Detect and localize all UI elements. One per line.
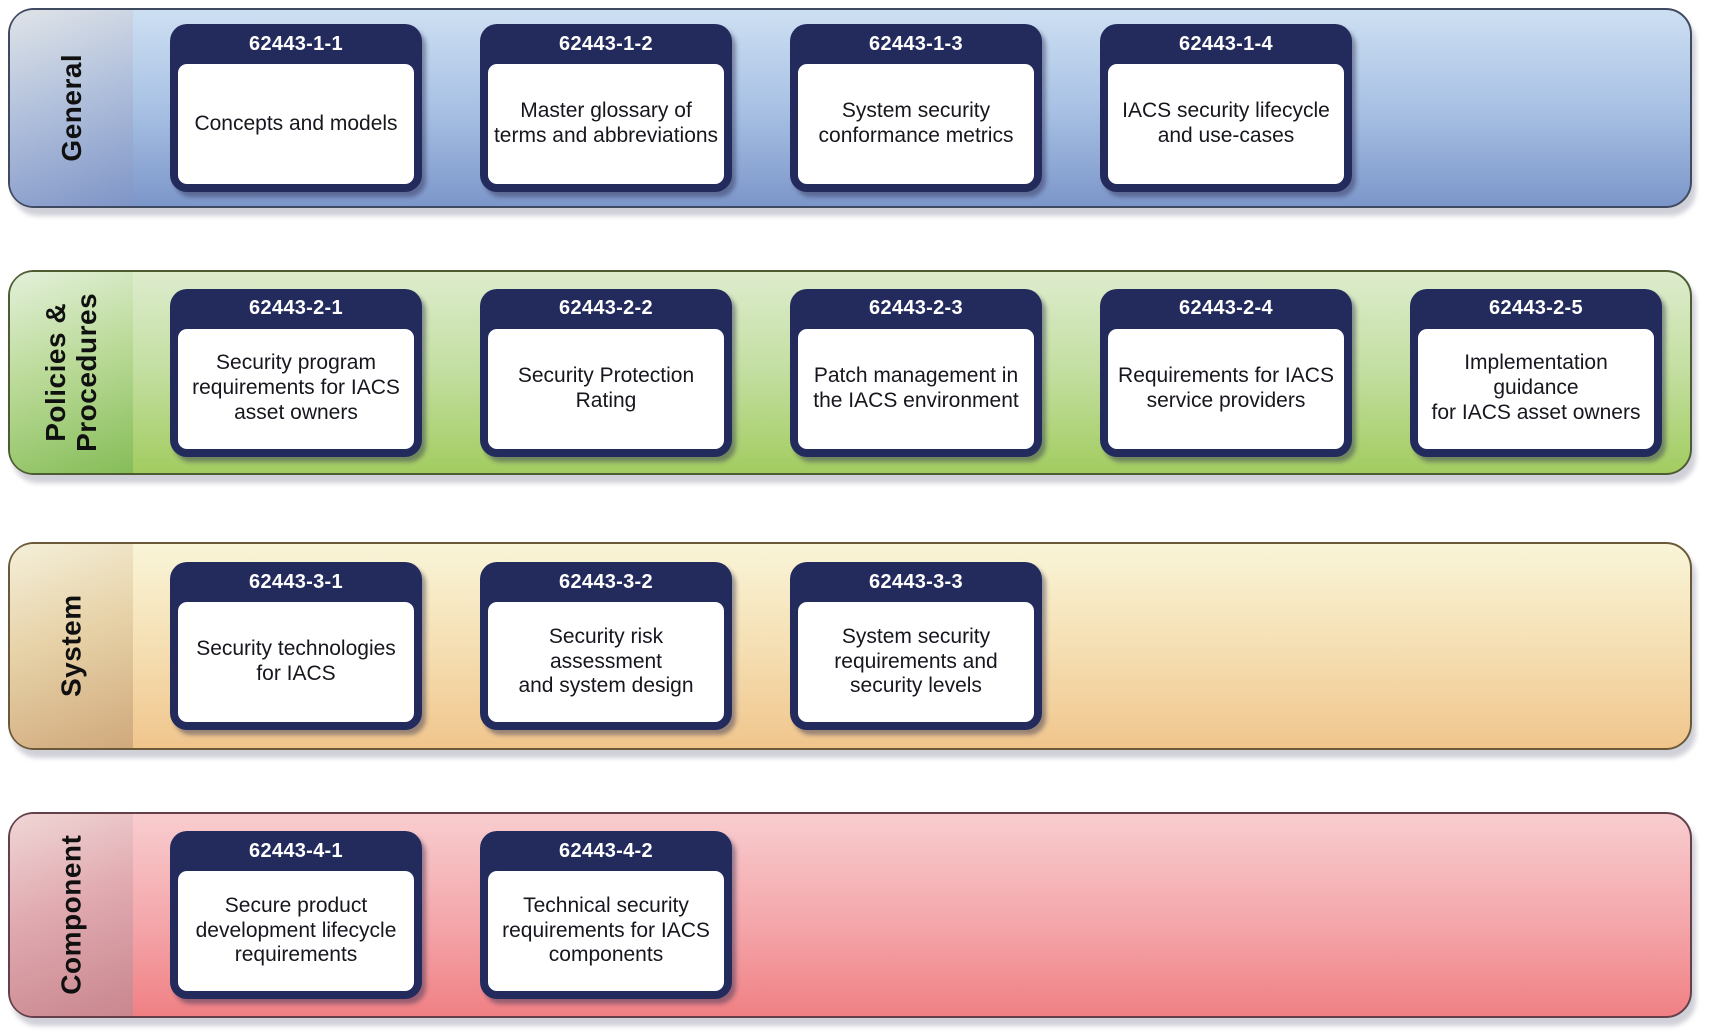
standard-title: Security Protection Rating (488, 328, 724, 449)
standard-title: Security technologies for IACS (178, 602, 414, 722)
standard-card: 62443-3-1 Security technologies for IACS (170, 562, 422, 730)
standard-code: 62443-3-3 (869, 570, 963, 593)
standard-title: Master glossary of terms and abbreviatio… (488, 64, 724, 184)
band-general-label: General (55, 54, 87, 162)
standard-code: 62443-1-1 (249, 32, 343, 55)
standard-code: 62443-4-1 (249, 839, 343, 862)
standard-code: 62443-2-1 (249, 297, 343, 319)
standard-card: 62443-1-4 IACS security lifecycle and us… (1100, 24, 1352, 192)
band-policies-card-row: 62443-2-1 Security program requirements … (170, 288, 1662, 457)
standard-title: Technical security requirements for IACS… (488, 871, 724, 991)
standard-card: 62443-1-2 Master glossary of terms and a… (480, 24, 732, 192)
band-system-label-strip: System (10, 544, 133, 748)
band-component-card-row: 62443-4-1 Secure product development lif… (170, 831, 732, 999)
standard-card: 62443-1-1 Concepts and models (170, 24, 422, 192)
standard-title: Implementation guidance for IACS asset o… (1418, 328, 1654, 449)
standard-card: 62443-3-3 System security requirements a… (790, 562, 1042, 730)
standard-code: 62443-2-2 (559, 297, 653, 319)
standard-title: Security program requirements for IACS a… (178, 328, 414, 449)
standard-code: 62443-1-4 (1179, 32, 1273, 55)
standard-code: 62443-1-2 (559, 32, 653, 55)
band-general: General 62443-1-1 Concepts and models 62… (8, 8, 1692, 208)
band-component-label-strip: Component (10, 814, 133, 1016)
standard-card: 62443-2-4 Requirements for IACS service … (1100, 288, 1352, 457)
standard-code: 62443-3-2 (559, 570, 653, 593)
standard-title: Secure product development lifecycle req… (178, 871, 414, 991)
standard-title: Concepts and models (178, 64, 414, 184)
standard-card: 62443-3-2 Security risk assessment and s… (480, 562, 732, 730)
standard-title: Requirements for IACS service providers (1108, 328, 1344, 449)
standard-card: 62443-2-1 Security program requirements … (170, 288, 422, 457)
standard-code: 62443-2-3 (869, 297, 963, 319)
standard-title: System security requirements and securit… (798, 602, 1034, 722)
standard-title: Security risk assessment and system desi… (488, 602, 724, 722)
standard-code: 62443-4-2 (559, 839, 653, 862)
standard-card: 62443-2-5 Implementation guidance for IA… (1410, 288, 1662, 457)
standard-code: 62443-1-3 (869, 32, 963, 55)
standard-title: Patch management in the IACS environment (798, 328, 1034, 449)
band-general-card-row: 62443-1-1 Concepts and models 62443-1-2 … (170, 24, 1352, 192)
band-component-label: Component (55, 834, 87, 996)
standard-code: 62443-2-5 (1489, 297, 1583, 319)
band-general-label-strip: General (10, 10, 133, 206)
standard-title: System security conformance metrics (798, 64, 1034, 184)
standard-card: 62443-4-1 Secure product development lif… (170, 831, 422, 999)
standard-card: 62443-4-2 Technical security requirement… (480, 831, 732, 999)
standard-code: 62443-3-1 (249, 570, 343, 593)
band-system-label: System (55, 594, 87, 698)
standard-code: 62443-2-4 (1179, 297, 1273, 319)
standard-card: 62443-1-3 System security conformance me… (790, 24, 1042, 192)
standard-card: 62443-2-2 Security Protection Rating (480, 288, 732, 457)
standard-title: IACS security lifecycle and use-cases (1108, 64, 1344, 184)
band-component: Component 62443-4-1 Secure product devel… (8, 812, 1692, 1018)
band-policies-procedures: Policies & Procedures 62443-2-1 Security… (8, 270, 1692, 475)
band-policies-label: Policies & Procedures (40, 292, 103, 453)
band-system-card-row: 62443-3-1 Security technologies for IACS… (170, 562, 1042, 730)
standard-card: 62443-2-3 Patch management in the IACS e… (790, 288, 1042, 457)
band-system: System 62443-3-1 Security technologies f… (8, 542, 1692, 750)
band-policies-label-strip: Policies & Procedures (10, 272, 133, 473)
